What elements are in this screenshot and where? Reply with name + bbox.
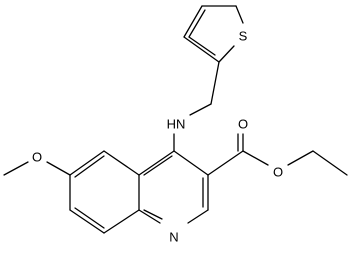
bond: [242, 150, 269, 166]
ester-oxygen-atom-label: O: [273, 165, 283, 180]
methoxy-oxygen-atom-label: O: [32, 150, 42, 165]
bond: [138, 150, 175, 176]
bond: [218, 45, 235, 63]
bond: [3, 161, 29, 176]
bond: [188, 36, 216, 56]
bond: [138, 209, 161, 224]
sulfur-atom-label: S: [239, 29, 248, 44]
bond: [69, 209, 105, 234]
bond: [46, 161, 71, 176]
bond: [312, 150, 348, 176]
bond: [183, 36, 220, 63]
bond: [74, 155, 105, 178]
amine-atom-label: HN: [167, 117, 186, 132]
bond: [69, 150, 105, 176]
bond: [188, 9, 206, 38]
bond: [187, 209, 209, 224]
carbonyl-oxygen-atom-label: O: [238, 117, 248, 132]
bond: [103, 150, 140, 176]
thiophene-ring: [183, 5, 244, 63]
bond: [74, 207, 105, 229]
bond: [183, 5, 203, 38]
pyridine-ring: [138, 150, 209, 224]
bond: [189, 103, 212, 116]
ring-nitrogen-atom-label: N: [169, 230, 178, 245]
bond: [287, 150, 314, 166]
bond: [143, 155, 173, 176]
bond: [207, 150, 244, 176]
bond: [235, 5, 244, 24]
bond: [143, 209, 163, 220]
bond: [103, 209, 140, 234]
bond: [173, 150, 209, 176]
benzene-ring: [69, 150, 140, 234]
bond: [210, 61, 220, 105]
